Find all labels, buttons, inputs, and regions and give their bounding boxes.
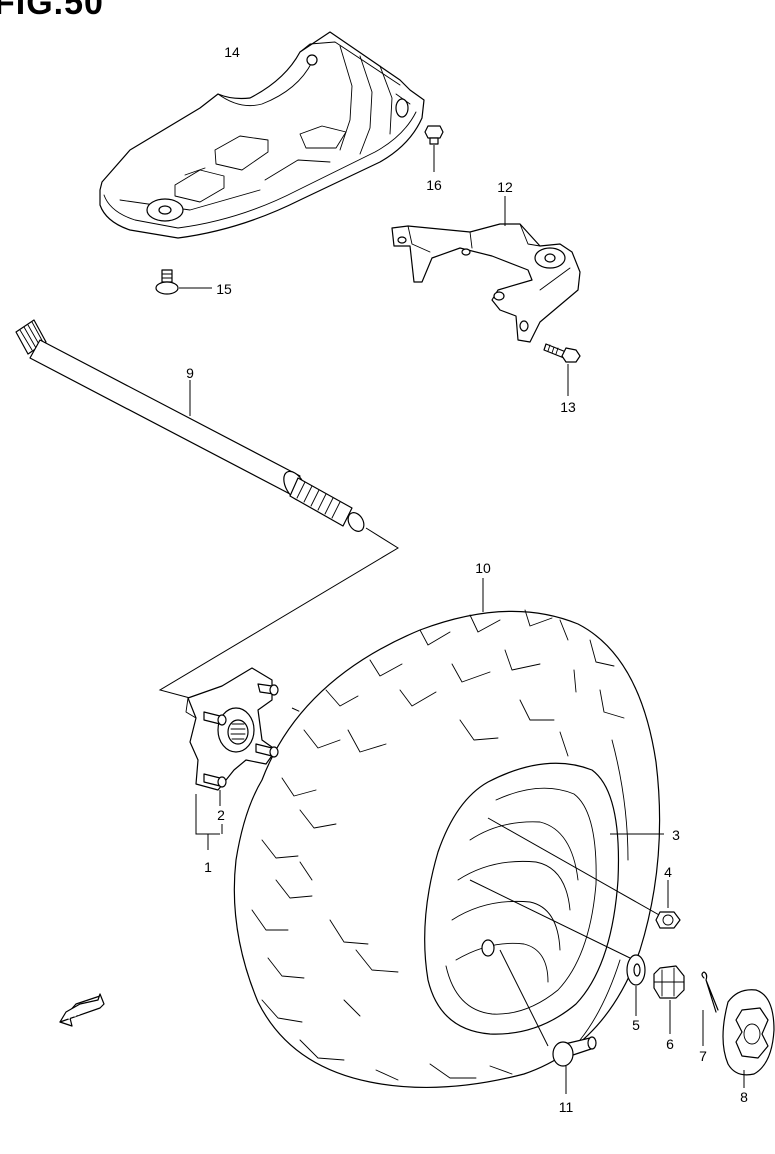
callout-13: 13 — [560, 399, 576, 415]
leader-11-axis — [499, 949, 549, 1047]
callout-9: 9 — [186, 365, 194, 381]
hub-stud-part-2[interactable] — [203, 683, 279, 788]
assembly-line — [158, 527, 399, 699]
castle-nut-part-6[interactable] — [653, 965, 685, 999]
bolt-part-16[interactable] — [424, 125, 444, 145]
cotter-pin-part-7[interactable] — [701, 971, 719, 1013]
hub-part-1[interactable] — [185, 667, 277, 791]
nut-part-4[interactable] — [655, 911, 681, 929]
callout-8: 8 — [740, 1089, 748, 1105]
callout-1: 1 — [204, 859, 212, 875]
callout-10: 10 — [475, 560, 491, 576]
callout-4: 4 — [664, 864, 672, 880]
bracket-part-12[interactable] — [391, 223, 581, 343]
forward-arrow-icon: FWD — [59, 993, 105, 1027]
callout-14: 14 — [224, 44, 240, 60]
hub-cap-part-8[interactable] — [722, 989, 775, 1076]
fwd-label: FWD — [65, 1004, 88, 1022]
figure-title: FIG.50 — [0, 0, 104, 22]
callout-5: 5 — [632, 1017, 640, 1033]
skid-plate-part-14[interactable] — [99, 31, 425, 239]
callout-15: 15 — [216, 281, 232, 297]
callout-2: 2 — [217, 807, 225, 823]
leader-1-2 — [195, 790, 223, 850]
leader-5-axis — [469, 879, 631, 959]
bolt-part-15[interactable] — [155, 269, 179, 295]
callout-16: 16 — [426, 177, 442, 193]
washer-part-5[interactable] — [626, 954, 646, 986]
callout-12: 12 — [497, 179, 513, 195]
callout-7: 7 — [699, 1048, 707, 1064]
callout-11: 11 — [559, 1099, 574, 1115]
tire-part-10[interactable] — [233, 609, 661, 1089]
valve-stem-part-11[interactable] — [552, 1036, 597, 1067]
leader-4 — [487, 817, 669, 921]
bolt-part-13[interactable] — [543, 343, 581, 363]
drive-shaft-part-9[interactable] — [15, 319, 367, 534]
callout-6: 6 — [666, 1036, 674, 1052]
callout-3: 3 — [672, 827, 680, 843]
